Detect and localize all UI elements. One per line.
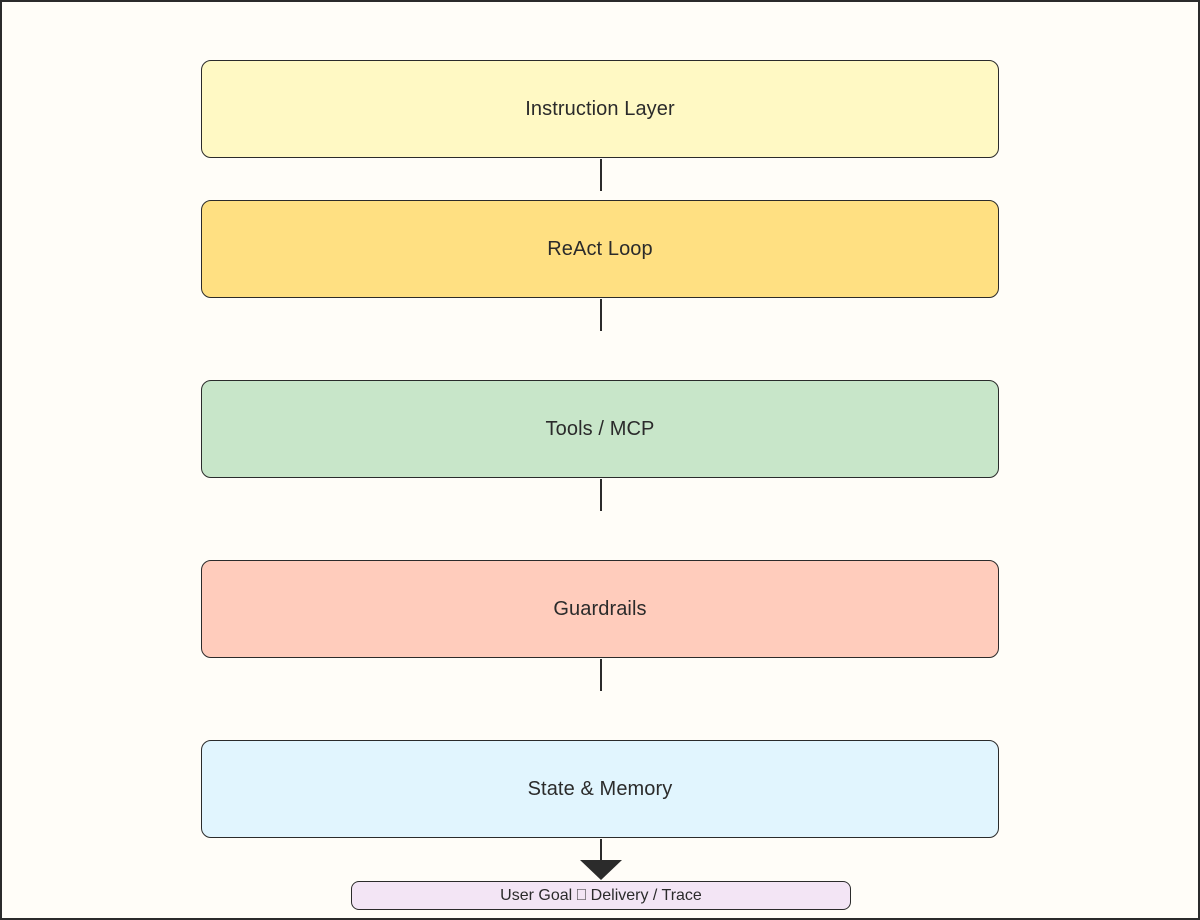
- layer-instruction-label: Instruction Layer: [525, 97, 675, 120]
- footer-label: User Goal ⎕ Delivery / Trace: [500, 886, 702, 904]
- arrowhead: [580, 860, 622, 880]
- layer-react-loop: ReAct Loop: [201, 200, 999, 298]
- connector-3: [600, 479, 602, 511]
- layer-tools-mcp-label: Tools / MCP: [545, 417, 655, 440]
- layer-state-memory-label: State & Memory: [527, 777, 673, 800]
- layer-react-loop-label: ReAct Loop: [547, 237, 653, 260]
- connector-4: [600, 659, 602, 691]
- layer-guardrails-label: Guardrails: [553, 597, 647, 620]
- connector-1: [600, 159, 602, 191]
- layer-tools-mcp: Tools / MCP: [201, 380, 999, 478]
- connector-5: [600, 839, 602, 861]
- footer-pill: User Goal ⎕ Delivery / Trace: [351, 881, 851, 910]
- connector-2: [600, 299, 602, 331]
- layer-state-memory: State & Memory: [201, 740, 999, 838]
- layer-instruction: Instruction Layer: [201, 60, 999, 158]
- layer-guardrails: Guardrails: [201, 560, 999, 658]
